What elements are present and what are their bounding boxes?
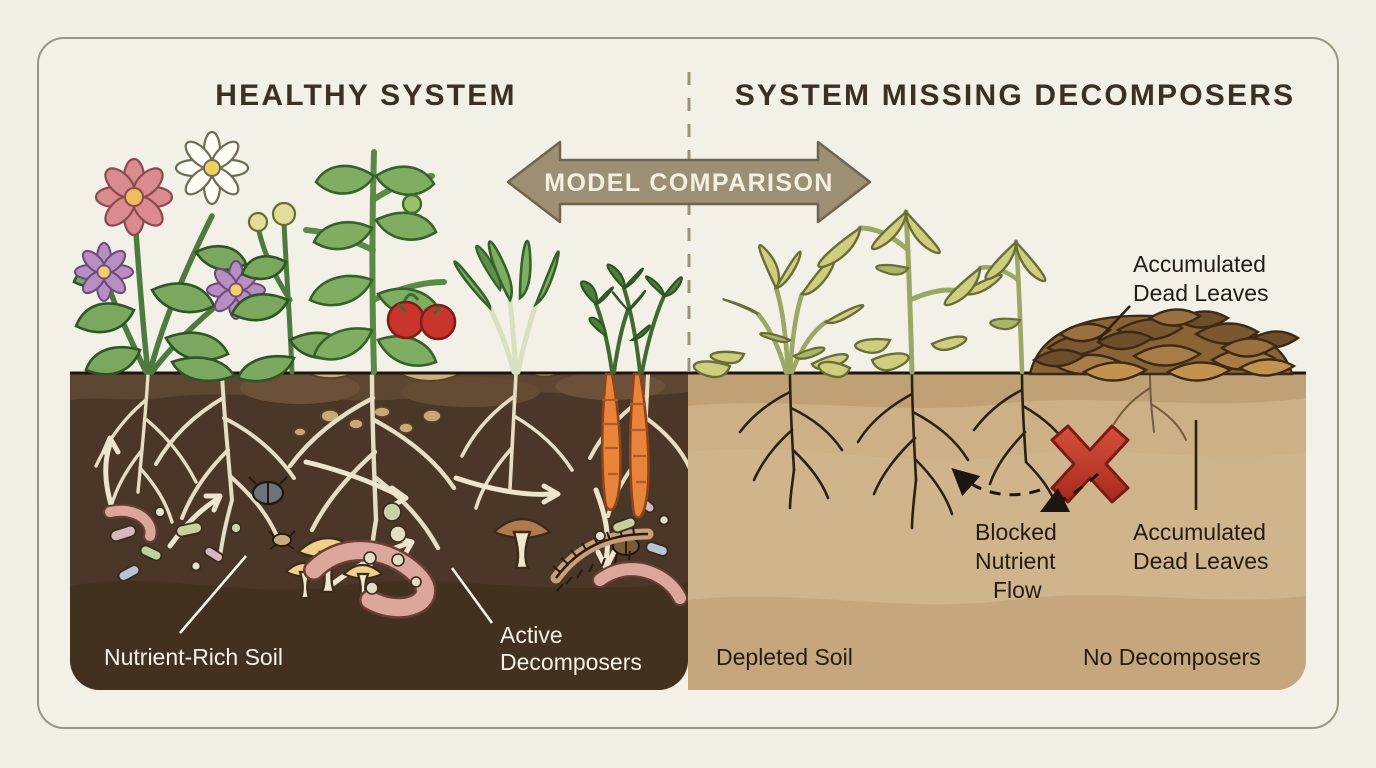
blocked-flow-arrows bbox=[951, 467, 1099, 513]
left-soil-block bbox=[70, 372, 688, 690]
leader-line-nutrient-soil bbox=[179, 555, 247, 634]
right-panel-title: SYSTEM MISSING DECOMPOSERS bbox=[735, 79, 1296, 112]
mushroom-right bbox=[491, 517, 553, 570]
label-accumulated-bottom-line2: Dead Leaves bbox=[1133, 548, 1269, 574]
label-active-decomposers-line1: Active bbox=[500, 622, 563, 648]
microbe-cluster bbox=[109, 495, 670, 582]
model-comparison-banner[interactable]: MODEL COMPARISON bbox=[506, 140, 872, 224]
leader-line-accumulated-top bbox=[1097, 305, 1131, 341]
centipede-icon bbox=[550, 525, 654, 592]
earthworm-2 bbox=[103, 503, 158, 543]
banner-label: MODEL COMPARISON bbox=[544, 169, 834, 197]
tomato-plant bbox=[303, 149, 457, 375]
sparse-root-system bbox=[738, 372, 844, 510]
purple-flower-1 bbox=[74, 242, 134, 302]
label-blocked-line1: Blocked bbox=[975, 519, 1057, 545]
label-blocked-line2: Nutrient bbox=[975, 548, 1056, 574]
label-no-decomposers: No Decomposers bbox=[1083, 644, 1261, 670]
white-daisy bbox=[174, 130, 250, 206]
chard-plant bbox=[453, 239, 560, 375]
mite-icon bbox=[268, 530, 296, 550]
label-accumulated-top-line1: Accumulated bbox=[1133, 251, 1266, 277]
earthworm-3 bbox=[592, 561, 688, 606]
label-blocked-line3: Flow bbox=[993, 577, 1042, 603]
red-tomatoes bbox=[386, 293, 457, 341]
pink-flower bbox=[94, 157, 174, 237]
dead-leaf-pile bbox=[1028, 308, 1301, 382]
label-depleted-soil: Depleted Soil bbox=[716, 644, 853, 670]
label-active-decomposers-line2: Decomposers bbox=[500, 649, 642, 675]
beetle-icon bbox=[248, 476, 288, 506]
label-accumulated-bottom-line1: Accumulated bbox=[1133, 519, 1266, 545]
carrot-plant bbox=[579, 263, 683, 519]
label-accumulated-top-line2: Dead Leaves bbox=[1133, 280, 1269, 306]
left-panel-title: HEALTHY SYSTEM bbox=[215, 79, 516, 112]
wilted-plants bbox=[692, 208, 1047, 379]
label-nutrient-rich-soil: Nutrient-Rich Soil bbox=[104, 644, 283, 670]
leader-line-active-decomposers bbox=[450, 567, 494, 624]
right-soil-block bbox=[688, 372, 1306, 690]
healthy-plants bbox=[72, 130, 683, 519]
green-tomato bbox=[401, 193, 423, 215]
